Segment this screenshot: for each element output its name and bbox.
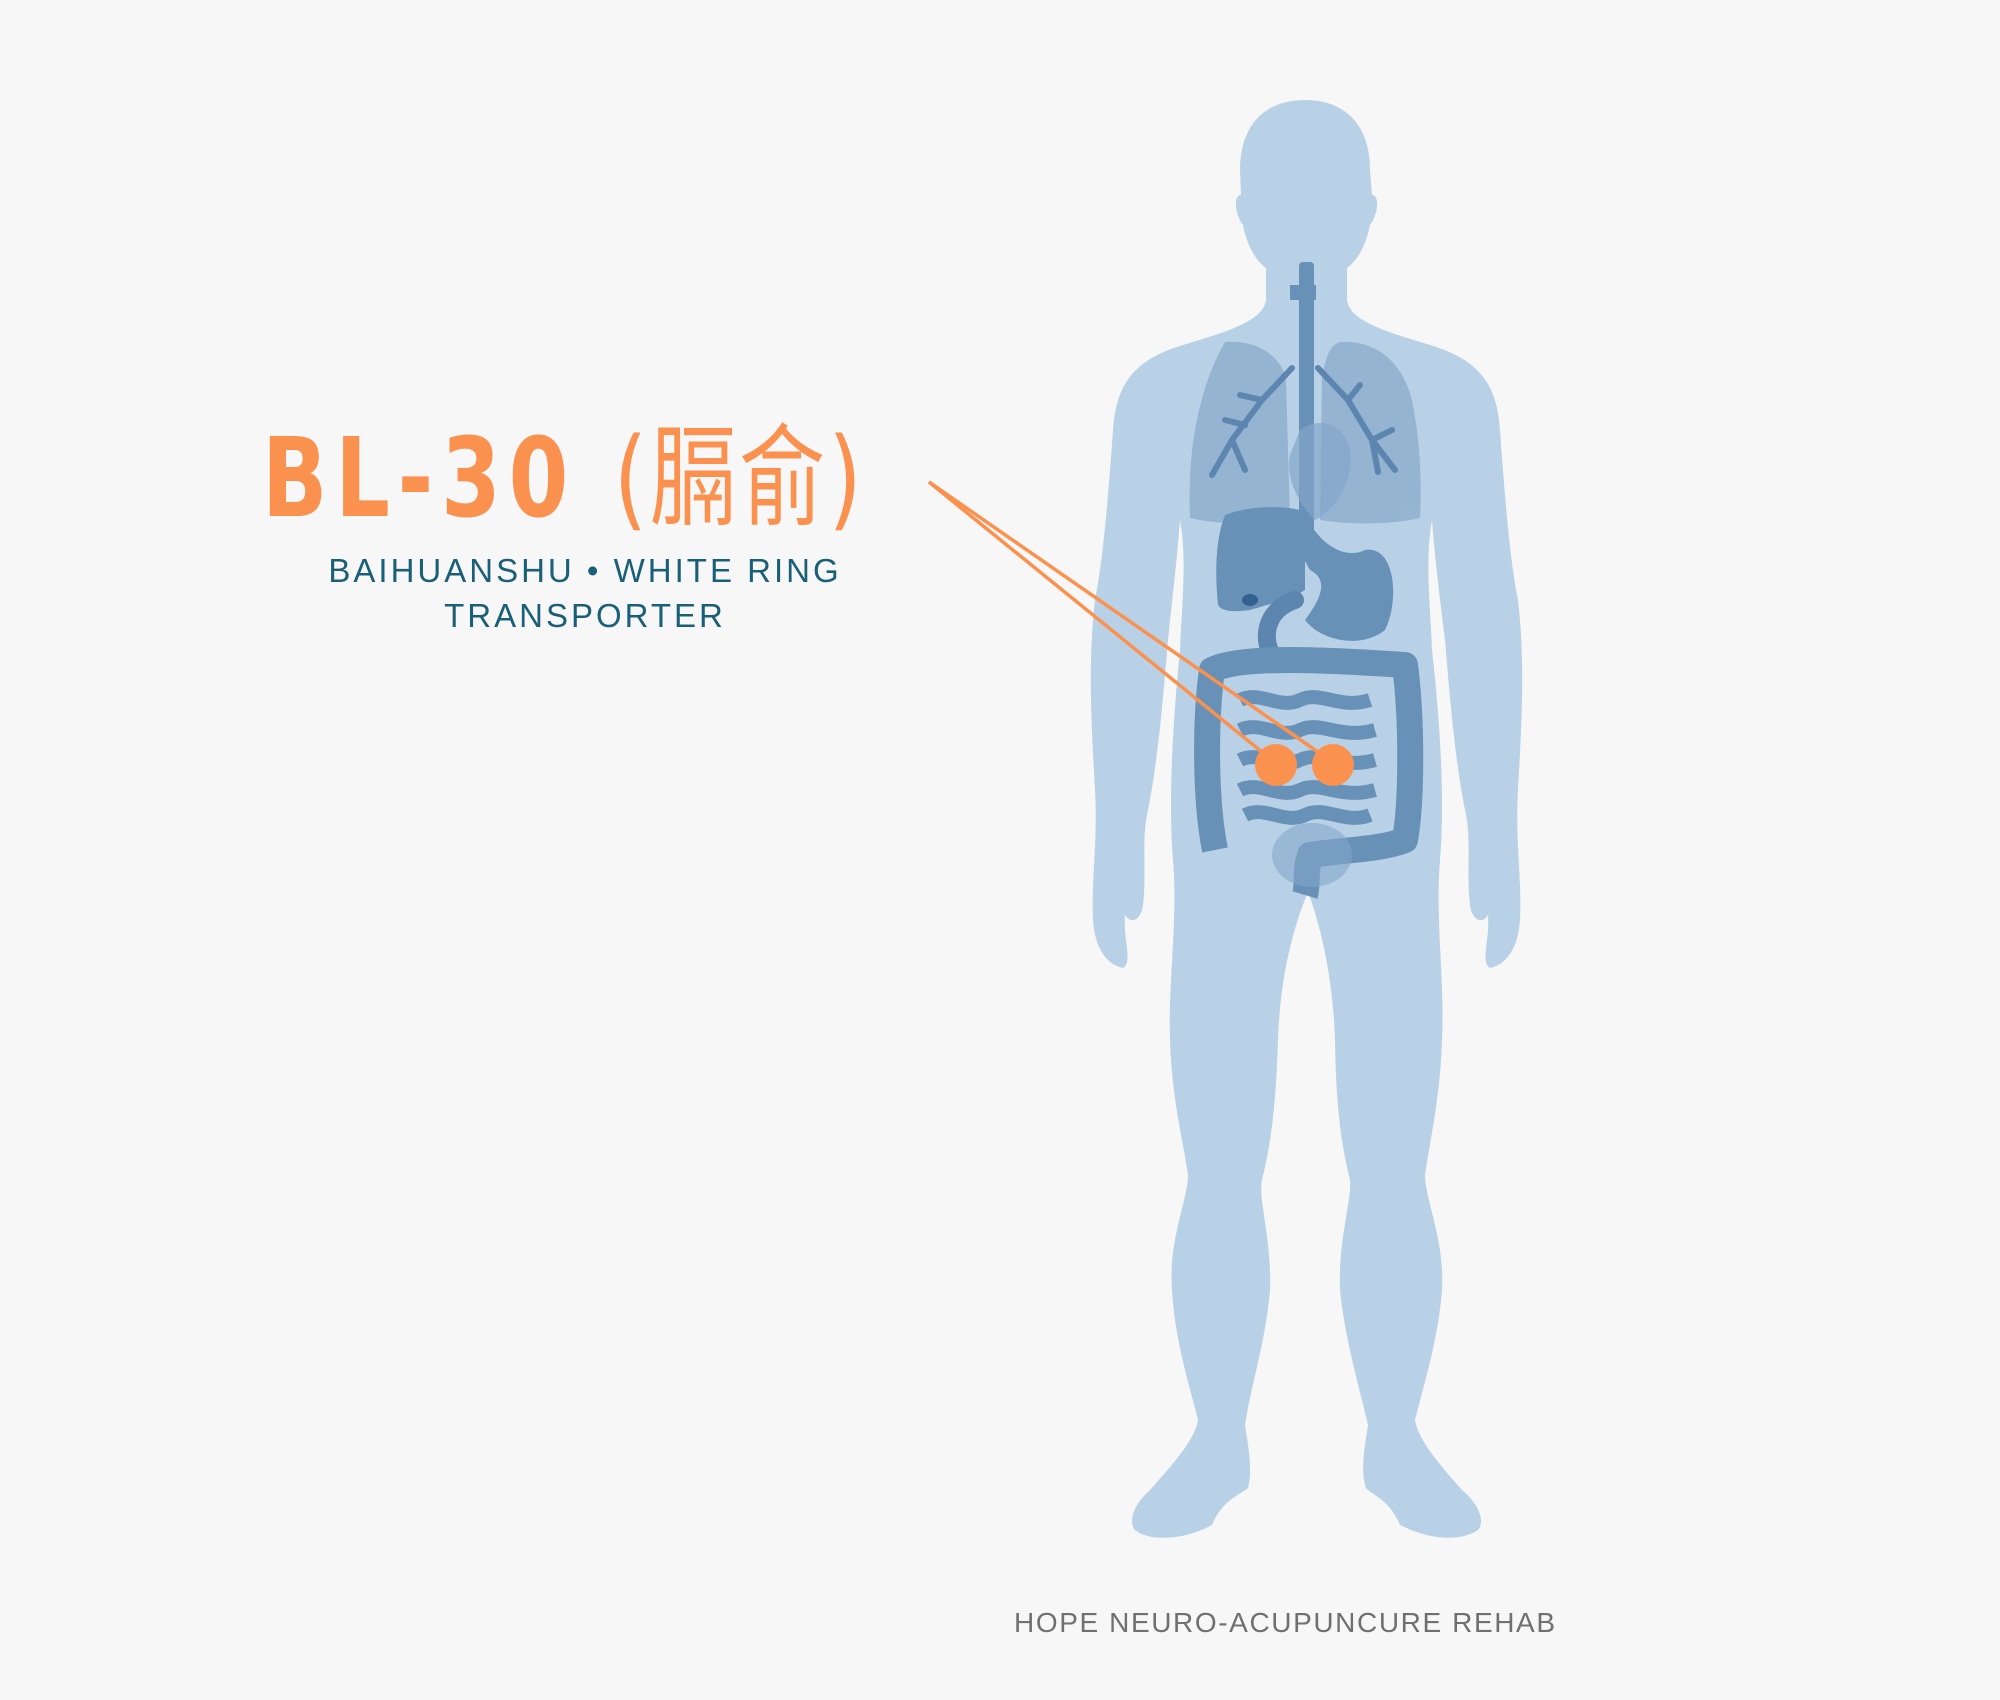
- acupoint-marker-left-icon: [1255, 744, 1297, 786]
- gallbladder-icon: [1242, 594, 1258, 606]
- acupoint-code: BL-30: [262, 414, 577, 542]
- subtitle-line-1: BAIHUANSHU • WHITE RING: [328, 552, 842, 589]
- stomach-icon: [1301, 515, 1394, 641]
- leader-line-left: [927, 480, 1264, 754]
- acupoint-subtitle: BAIHUANSHU • WHITE RING TRANSPORTER: [300, 548, 870, 638]
- heart-icon: [1289, 422, 1351, 520]
- bronchi-icon: [1209, 365, 1398, 478]
- bladder-icon: [1272, 823, 1352, 887]
- liver-icon: [1216, 507, 1305, 612]
- footer-brand: HOPE NEURO-ACUPUNCURE REHAB: [1014, 1607, 1557, 1638]
- acupoint-title: BL-30 (膈俞): [262, 418, 865, 538]
- leader-lines: [927, 480, 1319, 754]
- acupoint-chinese-name: (膈俞): [613, 414, 865, 542]
- small-intestine-icon: [1236, 690, 1377, 825]
- leader-line-right: [928, 480, 1319, 754]
- acupoint-marker-right-icon: [1312, 744, 1354, 786]
- subtitle-line-2: TRANSPORTER: [444, 597, 726, 634]
